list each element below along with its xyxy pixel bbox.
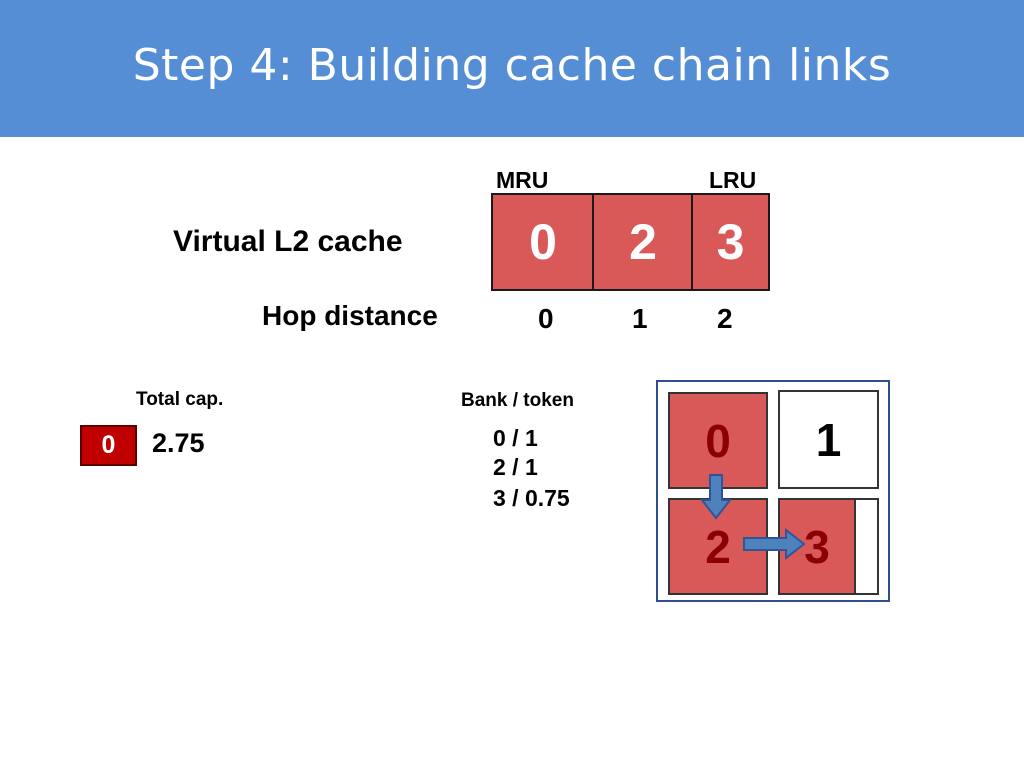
cache-divider — [592, 195, 594, 289]
bank-tile-0: 0 — [668, 392, 768, 489]
mru-label: MRU — [496, 167, 549, 193]
bank-token-label: Bank / token — [461, 390, 574, 411]
cache-outline — [491, 193, 770, 291]
hop-value-0: 0 — [538, 303, 554, 334]
bank-grid-frame — [656, 380, 890, 602]
bank-token-row: 3 / 0.75 — [493, 485, 570, 511]
title-bar — [0, 0, 1024, 137]
virtual-cache-label: Virtual L2 cache — [173, 225, 403, 258]
hop-distance-label: Hop distance — [262, 300, 438, 331]
slide-title: Step 4: Building cache chain links — [132, 40, 892, 91]
bank-token-row: 2 / 1 — [493, 454, 538, 480]
arrow-right-icon — [743, 527, 806, 561]
hop-value-2: 2 — [717, 303, 733, 334]
token-badge: 0 — [80, 425, 137, 466]
arrow-down-icon — [699, 474, 733, 520]
lru-label: LRU — [709, 167, 757, 193]
hop-value-1: 1 — [632, 303, 648, 334]
total-cap-value: 2.75 — [152, 428, 205, 458]
bank-token-row: 0 / 1 — [493, 425, 538, 451]
cache-divider — [691, 195, 693, 289]
total-cap-label: Total cap. — [136, 389, 224, 410]
cache-entry-1: 2 — [593, 195, 693, 289]
cache-entry-2: 3 — [693, 195, 768, 289]
bank-tile-1: 1 — [778, 390, 879, 489]
cache-entry-0: 0 — [493, 195, 593, 289]
